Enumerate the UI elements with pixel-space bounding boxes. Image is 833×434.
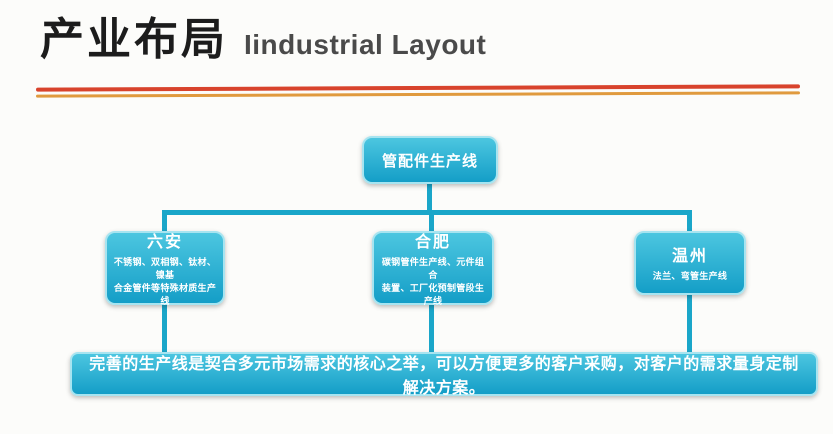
page-subtitle: Iindustrial Layout: [244, 29, 487, 60]
node-wenzhou: 温州 法兰、弯管生产线: [634, 231, 746, 295]
summary-banner: 完善的生产线是契合多元市场需求的核心之举，可以方便更多的客户采购，对客户的需求量…: [70, 352, 818, 397]
slide-header: 产业布局 Iindustrial Layout: [40, 14, 803, 67]
connector-drop-wenzhou: [687, 210, 692, 234]
title-underline-top: [35, 84, 801, 92]
node-subtitle: 法兰、弯管生产线: [652, 271, 728, 282]
node-luan: 六安 不锈钢、双相钢、钛材、镍基 合金管件等特殊材质生产线: [105, 231, 225, 307]
node-title: 温州: [671, 248, 708, 266]
connector-hefei-to-banner: [429, 302, 434, 354]
connector-drop-hefei: [429, 210, 434, 234]
node-title: 管配件生产线: [381, 152, 478, 170]
node-subtitle: 不锈钢、双相钢、钛材、镍基 合金管件等特殊材质生产线: [113, 256, 217, 307]
page-title: 产业布局: [40, 15, 228, 64]
connector-horizontal: [162, 210, 692, 215]
title-underline-bottom: [35, 91, 801, 98]
connector-luan-to-banner: [162, 302, 167, 354]
node-title: 六安: [146, 233, 183, 251]
connector-drop-luan: [162, 210, 167, 234]
connector-wenzhou-to-banner: [687, 292, 692, 354]
node-hefei: 合肥 碳钢管件生产线、元件组合 装置、工厂化预制管段生产线: [372, 231, 494, 307]
node-subtitle: 碳钢管件生产线、元件组合 装置、工厂化预制管段生产线: [381, 256, 485, 307]
connector-root-stem: [427, 182, 432, 214]
node-pipe-fittings-line: 管配件生产线: [362, 136, 498, 184]
node-title: 合肥: [414, 233, 451, 251]
title-underline: [35, 84, 801, 98]
